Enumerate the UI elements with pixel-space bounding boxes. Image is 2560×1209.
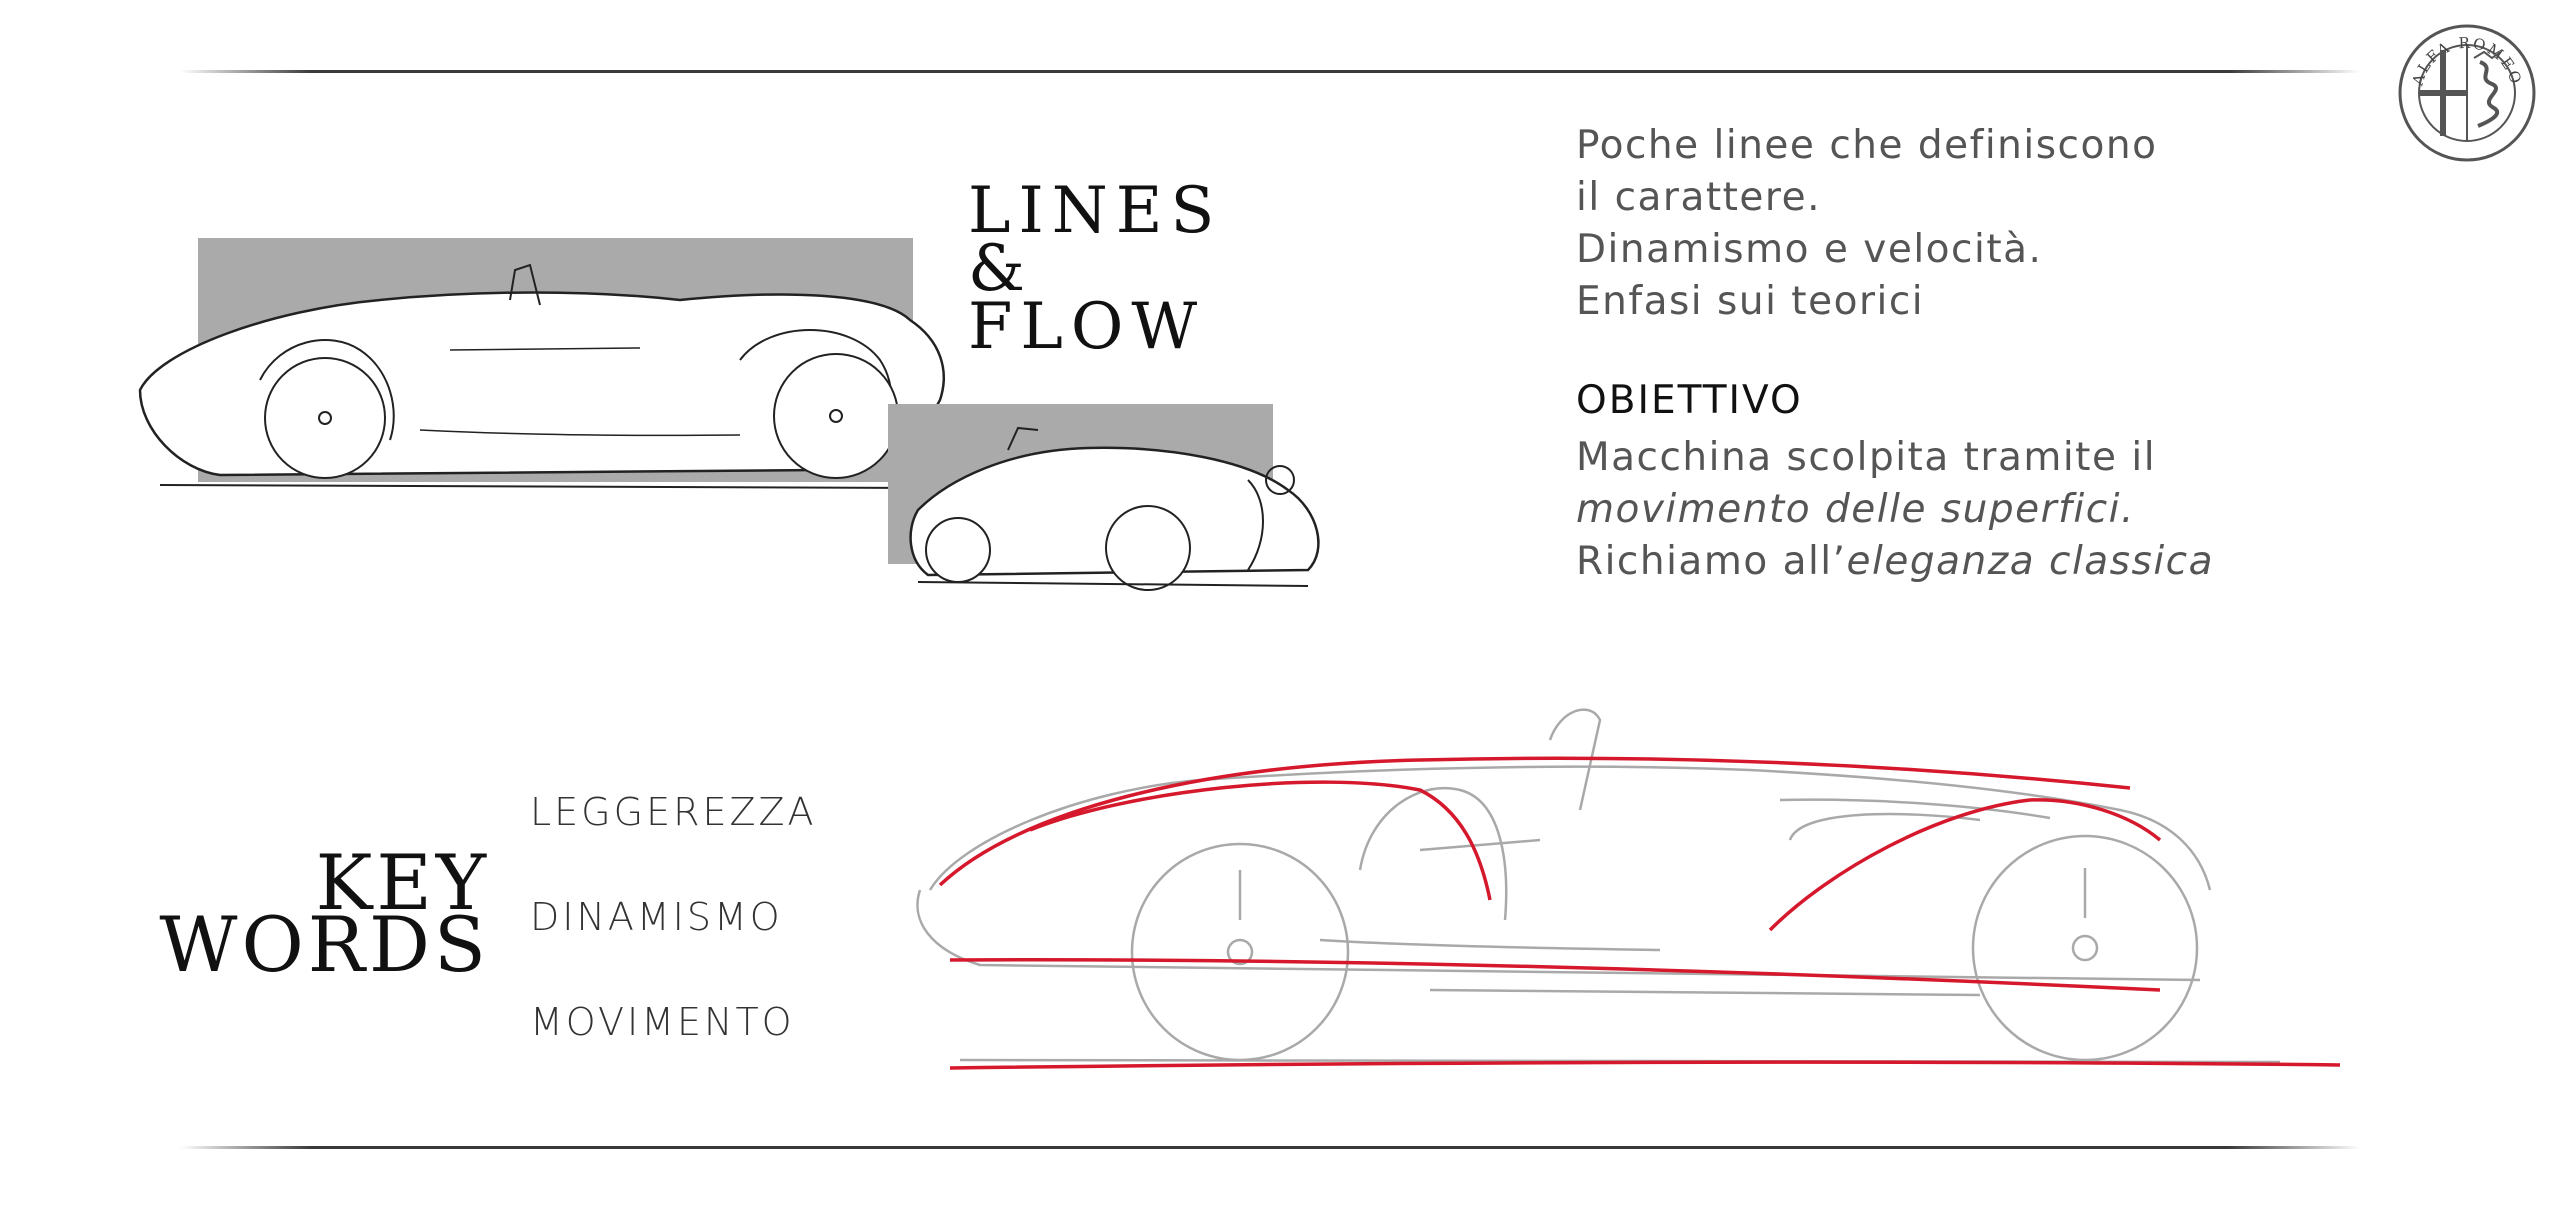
- title-line-lines: LINES: [968, 174, 1223, 248]
- objective-line-3: Richiamo all’eleganza classica: [1576, 536, 2476, 588]
- keyword-movimento: MOVIMENTO: [530, 1000, 795, 1044]
- race-car-sketch-front: [888, 404, 1320, 591]
- lines-and-flow-title: LINES & FLOW: [968, 174, 1228, 364]
- description-text: Poche linee che definiscono il carattere…: [1576, 120, 2476, 328]
- alfa-romeo-badge-icon: ALFA ROMEO: [2398, 24, 2536, 162]
- title-line-ampersand: &: [968, 232, 1033, 306]
- objective-line-3-italic: eleganza classica: [1846, 539, 2215, 584]
- description-line-1: Poche linee che definiscono: [1576, 123, 2158, 168]
- key-words-line-1: KEY: [315, 838, 490, 927]
- description-line-4: Enfasi sui teorici: [1576, 279, 1925, 324]
- top-divider: [180, 70, 2360, 73]
- description-line-3: Dinamismo e velocità.: [1576, 227, 2043, 272]
- keyword-leggerezza: LEGGEREZZA: [530, 790, 817, 834]
- objective-line-1: Macchina scolpita tramite il: [1576, 435, 2157, 480]
- car-flow-lines-sketch: [916, 708, 2341, 1070]
- title-line-flow: FLOW: [968, 290, 1206, 364]
- objective-line-2: movimento delle superfici.: [1576, 487, 2135, 532]
- key-words-title: KEY WORDS: [120, 838, 490, 989]
- bottom-divider: [180, 1146, 2360, 1149]
- key-words-line-2: WORDS: [159, 900, 490, 989]
- race-car-sketch-side: [138, 238, 945, 489]
- description-line-2: il carattere.: [1576, 175, 1821, 220]
- objective-text: Macchina scolpita tramite il movimento d…: [1576, 432, 2476, 588]
- objective-title: OBIETTIVO: [1576, 378, 1803, 423]
- keyword-dinamismo: DINAMISMO: [530, 895, 783, 939]
- objective-line-3-prefix: Richiamo all’: [1576, 539, 1847, 584]
